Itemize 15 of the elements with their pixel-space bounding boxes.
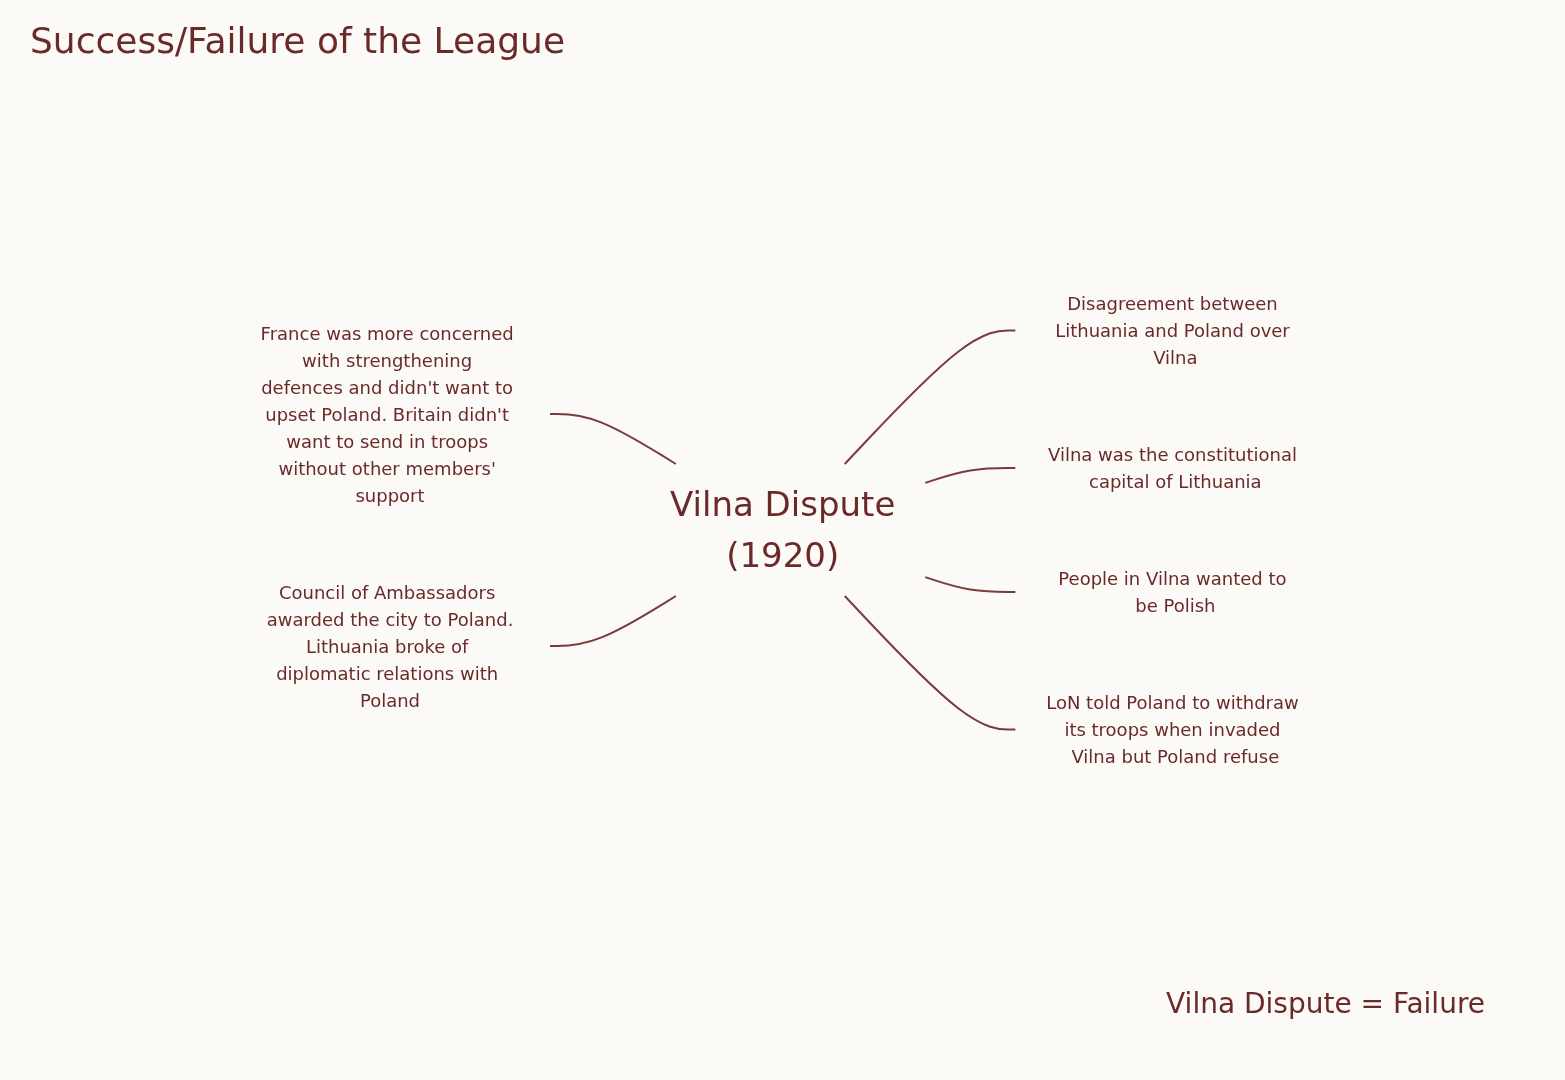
- note-text: Vilna Dispute = Failure: [1166, 987, 1485, 1020]
- connector: [843, 595, 1017, 731]
- node-text: Vilna Dispute (1920): [669, 484, 896, 575]
- node-text: France was more concerned with strengthening defences and didn't want to upset Poland. Britain didn't want to send in troops without other members' support: [260, 322, 514, 506]
- connector: [548, 595, 677, 647]
- connector: [924, 467, 1017, 484]
- title: Success/Failure of the League: [30, 20, 566, 61]
- connector: [843, 329, 1017, 465]
- node-text: Disagreement between Lithuania and Poland over Vilna: [1054, 293, 1290, 368]
- node-text: People in Vilna wanted to be Polish: [1058, 568, 1287, 616]
- node-text: Vilna was the constitutional capital of Lithuania: [1047, 444, 1297, 492]
- connector: [924, 576, 1017, 593]
- node-text: Council of Ambassadors awarded the city to Poland. Lithuania broke of diplomatic relations with Poland: [266, 581, 514, 711]
- connector: [548, 413, 677, 465]
- node-text: LoN told Poland to withdraw its troops when invaded Vilna but Poland refuse: [1046, 692, 1299, 767]
